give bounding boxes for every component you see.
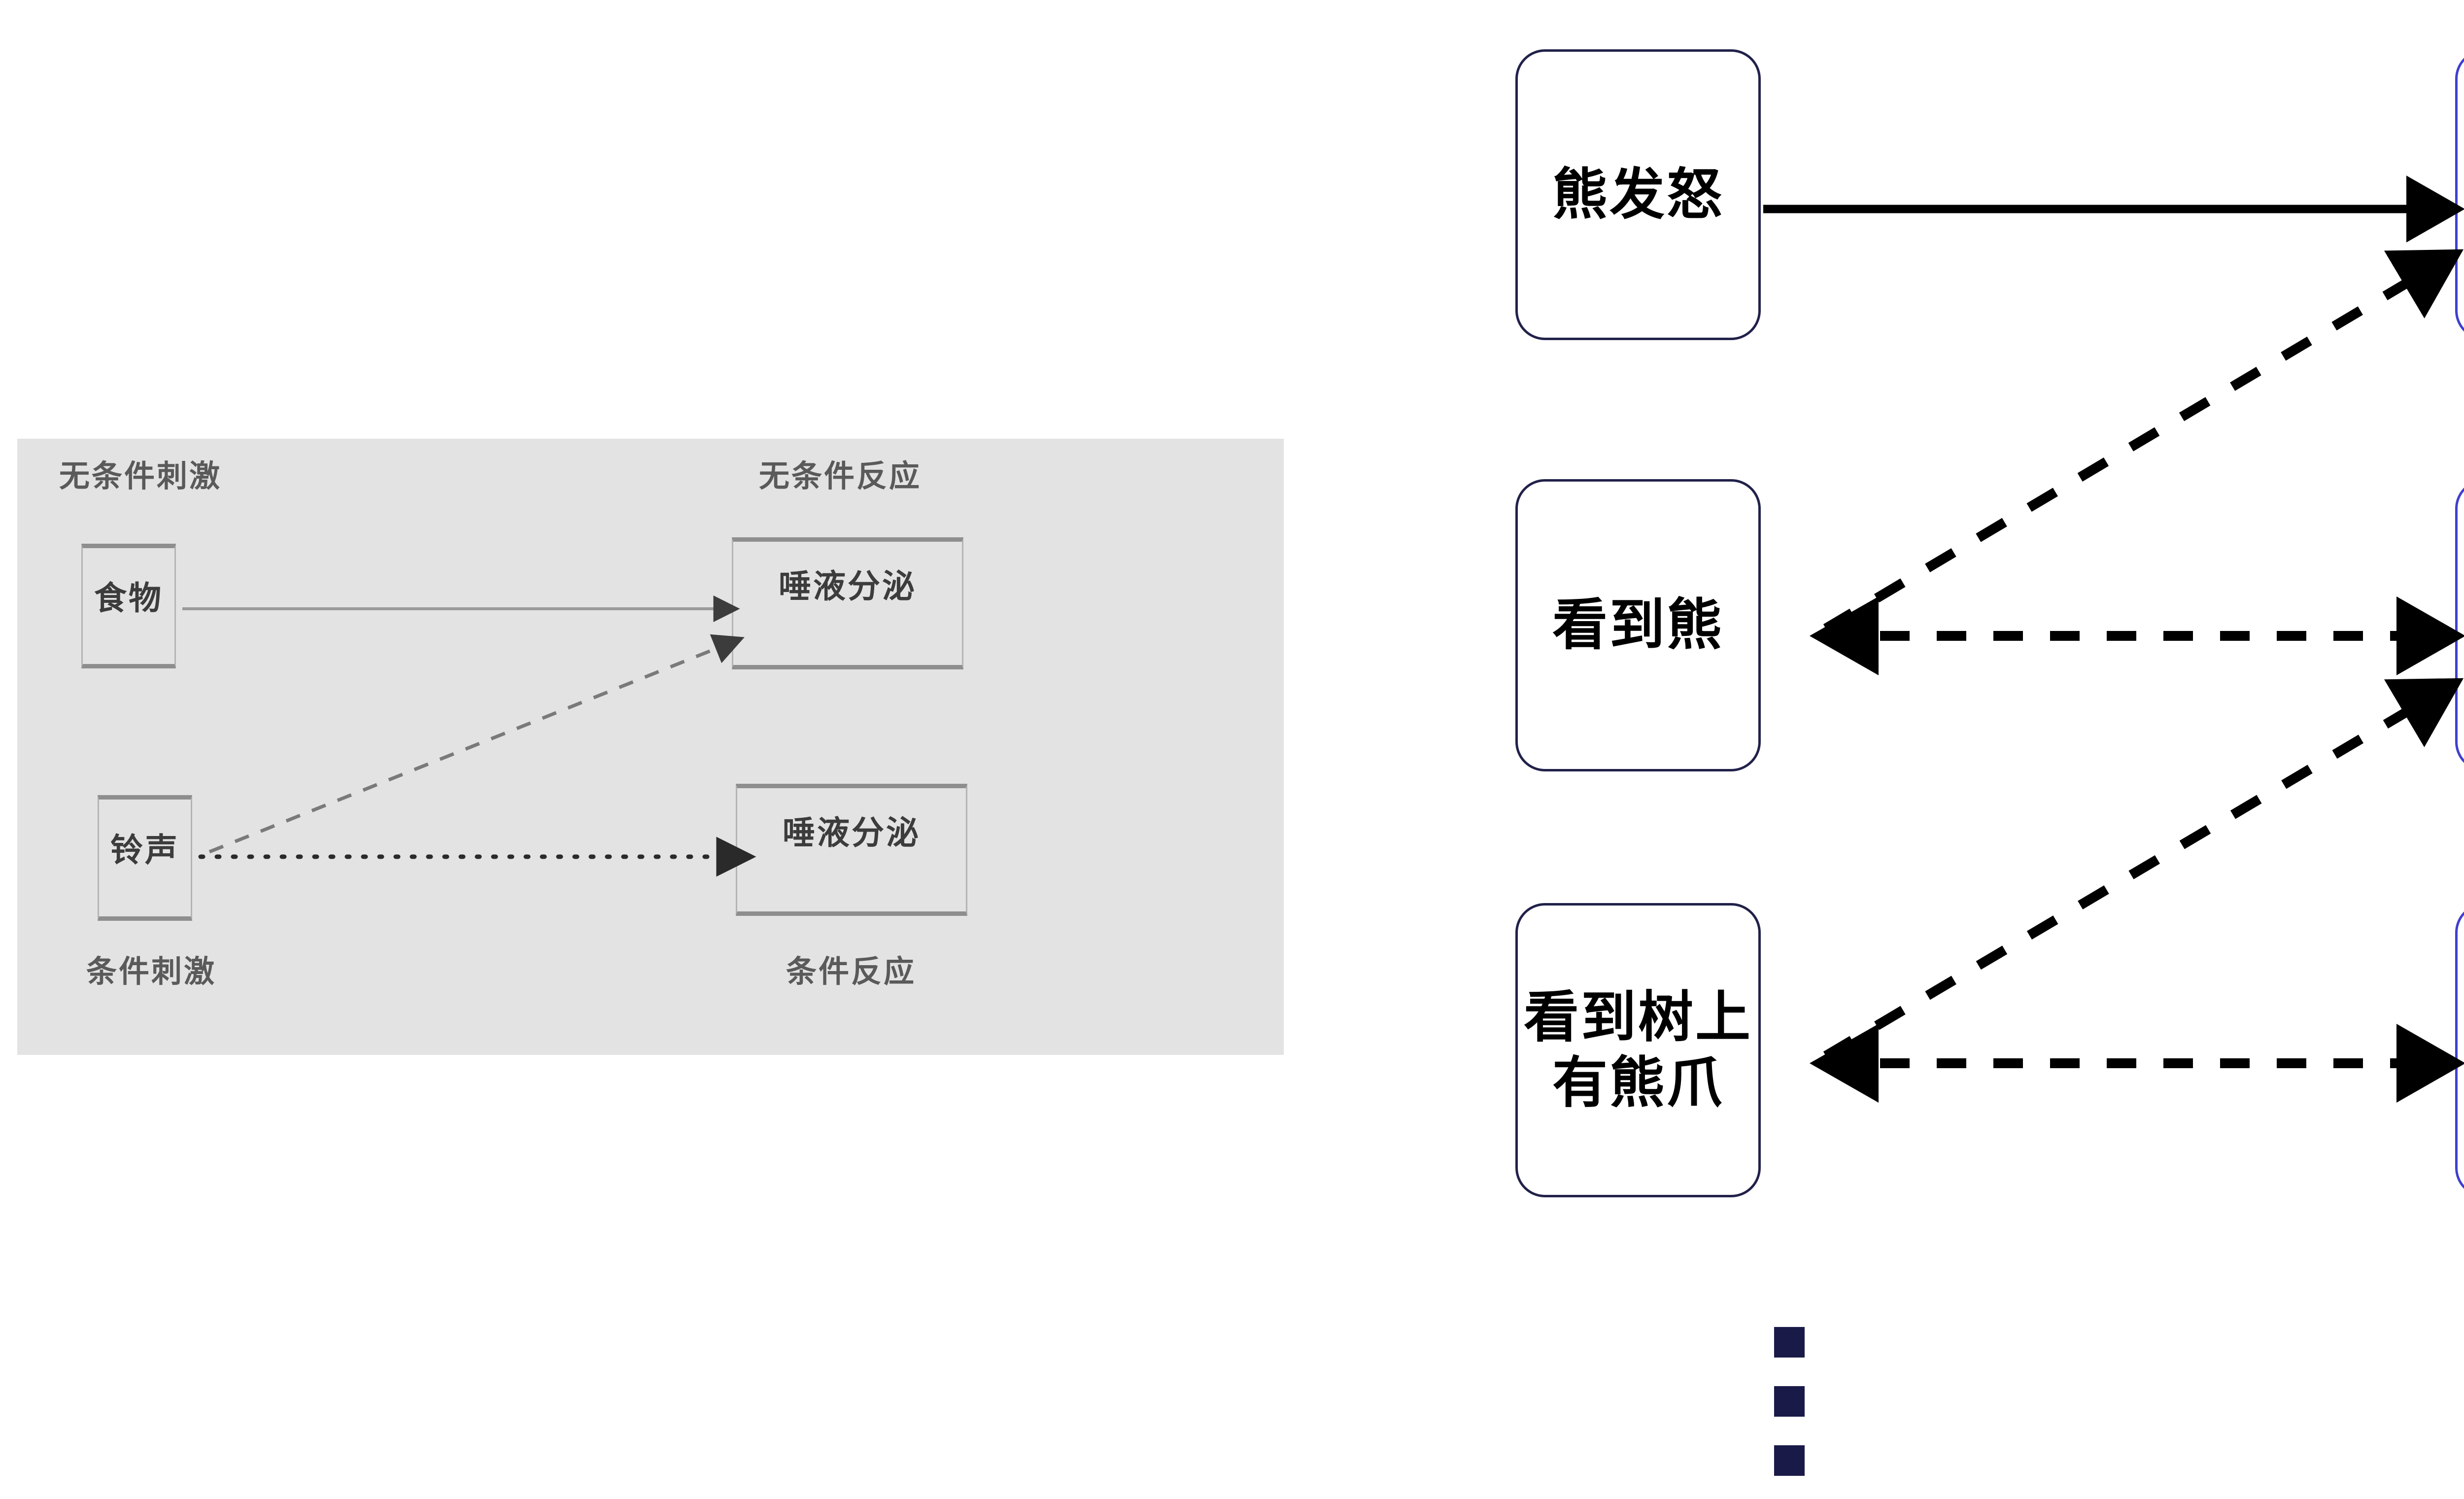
- arrow-see-bear-to-reward: [1823, 249, 2464, 633]
- box-salivation-conditioned: 唾液分泌: [736, 784, 967, 916]
- ellipsis-dot: [1774, 1445, 1805, 1476]
- box-food: 食物: [81, 544, 176, 668]
- node-reward[interactable]: 奖励: [2455, 49, 2464, 340]
- caption-conditioned-stimulus: 条件刺激: [86, 953, 217, 989]
- box-salivation-unconditioned: 唾液分泌: [732, 537, 963, 669]
- node-bear-angry[interactable]: 熊发怒: [1515, 49, 1761, 340]
- node-see-bear[interactable]: 看到熊: [1515, 479, 1761, 771]
- box-bell: 铃声: [98, 795, 192, 921]
- caption-unconditioned-response: 无条件反应: [759, 458, 922, 494]
- ellipsis-dot: [1774, 1327, 1805, 1358]
- ellipsis-left-column: [1774, 1327, 1805, 1476]
- node-value-s-prime[interactable]: V(s′): [2455, 479, 2464, 771]
- classical-conditioning-panel: 无条件刺激 无条件反应 条件刺激 条件反应 食物 铃声 唾液分泌 唾液分泌: [17, 439, 1284, 1055]
- node-see-claw-on-tree[interactable]: 看到树上 有熊爪: [1515, 903, 1761, 1197]
- caption-unconditioned-stimulus: 无条件刺激: [59, 458, 222, 494]
- classical-conditioning-arrows: [182, 595, 756, 877]
- caption-conditioned-response: 条件反应: [786, 953, 917, 989]
- arrow-see-claw-to-value-s-prime: [1823, 678, 2464, 1060]
- node-value-s[interactable]: V(s): [2455, 903, 2464, 1197]
- ellipsis-dot: [1774, 1386, 1805, 1417]
